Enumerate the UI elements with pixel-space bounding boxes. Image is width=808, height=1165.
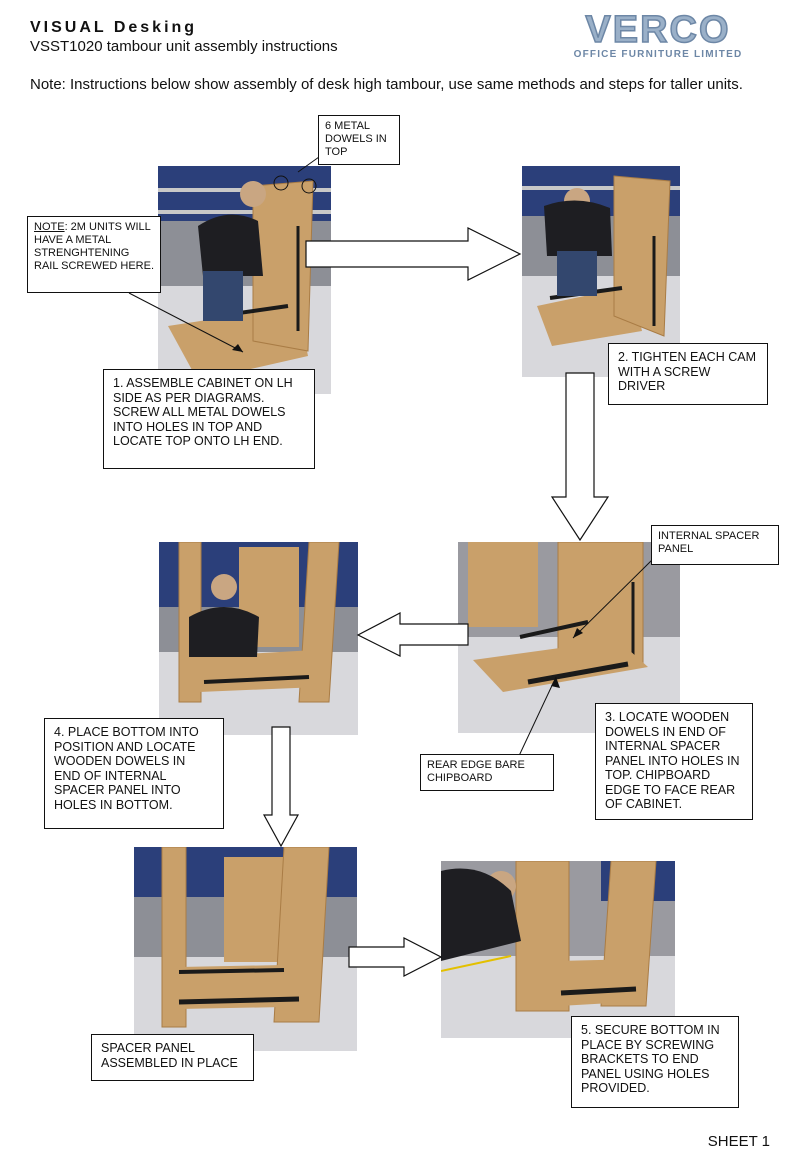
verco-logo-subtext: OFFICE FURNITURE LIMITED (573, 49, 743, 60)
callout-metal-dowels: 6 METAL DOWELS IN TOP (318, 115, 400, 165)
verco-logo: VERCO (585, 9, 731, 51)
arrow-right-1 (305, 227, 522, 281)
callout-step3: 3. LOCATE WOODEN DOWELS IN END OF INTERN… (595, 703, 753, 820)
step2-photo (522, 166, 680, 377)
note-2m-text: : 2M UNITS WILL HAVE A METAL STRENGHTENI… (34, 221, 155, 272)
instructions-note: Note: Instructions below show assembly o… (30, 76, 743, 93)
sheet-number: SHEET 1 (707, 1133, 770, 1150)
document-subtitle: VSST1020 tambour unit assembly instructi… (30, 38, 338, 55)
step5-photo (441, 861, 675, 1038)
step4-photo (159, 542, 358, 735)
step1-photo (158, 166, 331, 394)
callout-step1: 1. ASSEMBLE CABINET ON LH SIDE AS PER DI… (103, 369, 315, 469)
callout-internal-spacer: INTERNAL SPACER PANEL (651, 525, 779, 565)
callout-step5: 5. SECURE BOTTOM IN PLACE BY SCREWING BR… (571, 1016, 739, 1108)
callout-step4: 4. PLACE BOTTOM INTO POSITION AND LOCATE… (44, 718, 224, 829)
arrow-right-2 (348, 937, 443, 977)
callout-rear-edge: REAR EDGE BARE CHIPBOARD (420, 754, 554, 791)
arrow-down-1 (550, 372, 610, 542)
arrow-down-2 (262, 726, 300, 848)
note-2m-label: NOTE (34, 221, 65, 233)
callout-spacer-assembled: SPACER PANEL ASSEMBLED IN PLACE (91, 1034, 254, 1081)
callout-note-2m: NOTE: 2M UNITS WILL HAVE A METAL STRENGH… (27, 216, 161, 293)
arrow-left-1 (356, 612, 469, 657)
callout-step2: 2. TIGHTEN EACH CAM WITH A SCREW DRIVER (608, 343, 768, 405)
document-title: VISUAL Desking (30, 19, 198, 36)
step-spacer-photo (134, 847, 357, 1051)
